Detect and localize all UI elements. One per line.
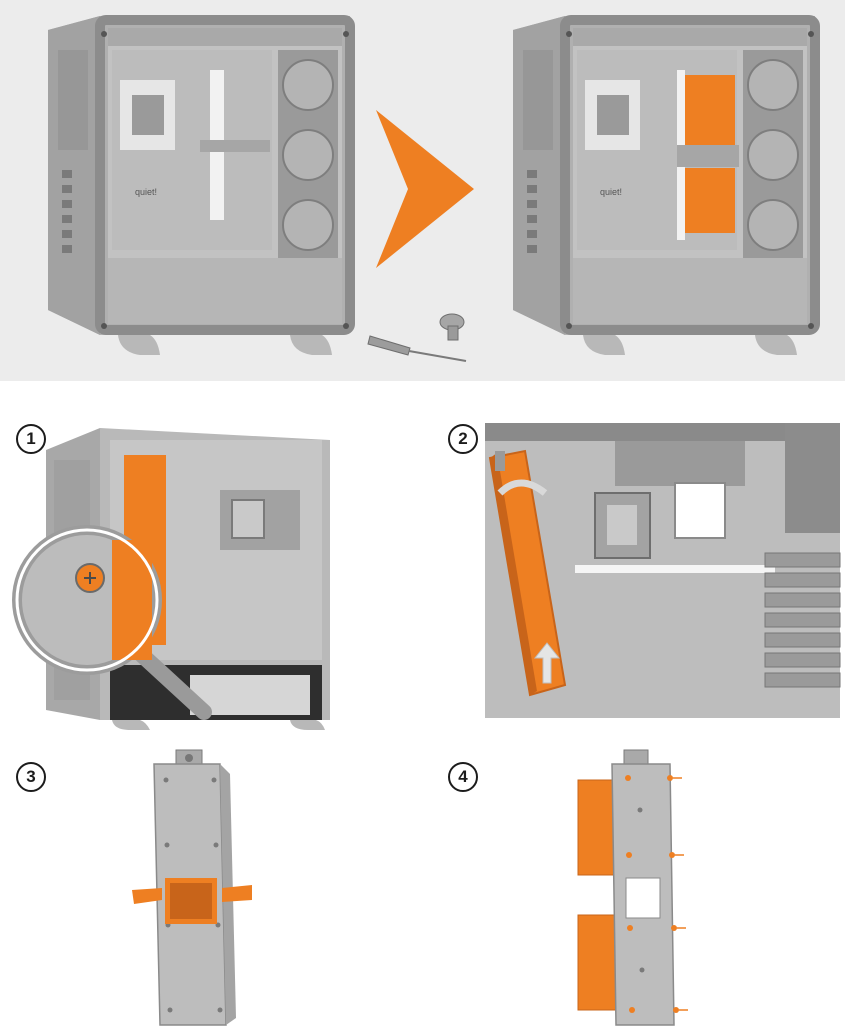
step-4-number: 4	[448, 762, 478, 792]
thumbscrew-icon	[438, 312, 470, 342]
case-brand-label: quiet!	[600, 187, 622, 197]
bracket-lift-illustration	[485, 423, 840, 718]
case-brand-label: quiet!	[135, 187, 157, 197]
magnifier-icon	[12, 520, 212, 720]
case-after-illustration: quiet!	[505, 10, 825, 360]
step-4: 4	[430, 740, 845, 1033]
arrow-right-icon	[376, 110, 474, 268]
overview-panel: quiet!	[0, 0, 845, 381]
step-1: 1	[0, 400, 420, 730]
bracket-back-illustration	[130, 750, 260, 1030]
step-2-number: 2	[448, 424, 478, 454]
bracket-front-illustration	[570, 750, 700, 1030]
step-2: 2	[430, 400, 845, 730]
step-3: 3	[0, 740, 420, 1033]
case-before-illustration: quiet!	[40, 10, 360, 360]
step-3-number: 3	[16, 762, 46, 792]
